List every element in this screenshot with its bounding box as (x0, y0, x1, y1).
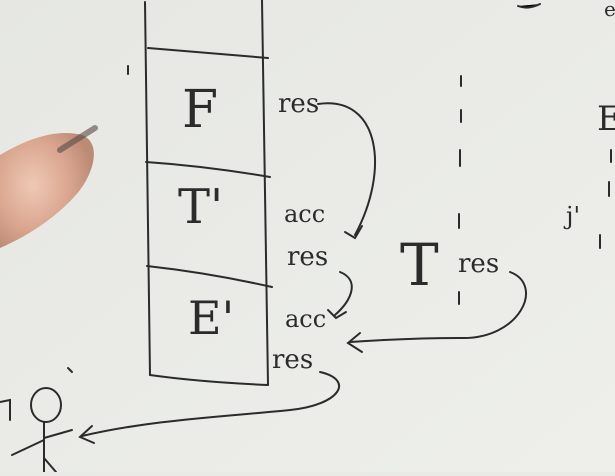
node-label-t: T (400, 231, 439, 299)
edge-letter-e: E (597, 99, 615, 139)
stack-divider-1 (145, 161, 271, 178)
annotations: res acc res acc res res T (272, 89, 499, 375)
frame-label-e: E' (188, 291, 234, 345)
arrowhead-4 (78, 425, 95, 444)
annotation-res-1: res (278, 89, 319, 119)
edge-letter-top: e (604, 0, 615, 21)
stick-figure (0, 367, 73, 473)
arrow-t-res-to-acc (349, 271, 527, 343)
frame-label-f: F (182, 80, 218, 140)
stack-right-edge (261, 0, 269, 386)
annotation-acc-2: acc (285, 305, 326, 333)
arrowhead-2 (327, 309, 347, 320)
stack-bottom-edge (149, 374, 269, 386)
arrowhead-3 (346, 332, 363, 353)
edge-letters-j: j' (563, 202, 580, 230)
annotation-res-2: res (287, 242, 328, 272)
right-edge-marks: E j' e (563, 0, 615, 230)
annotation-acc-1: acc (284, 200, 325, 228)
stack-divider-top (147, 47, 269, 59)
right-edge-strokes (517, 3, 612, 249)
annotation-res-t: res (458, 249, 499, 279)
frame-label-t: T' (178, 179, 223, 235)
arrowhead-1 (344, 225, 363, 240)
stack-divider-2 (146, 265, 273, 288)
stack-left-edge (144, 1, 151, 376)
hand (0, 125, 98, 248)
arrows (78, 102, 527, 444)
dashed-divider (458, 75, 462, 305)
arrow-res-to-acc-2 (334, 271, 353, 316)
frame-labels: F T' E' (178, 80, 234, 345)
annotation-res-3: res (272, 345, 313, 375)
call-stack (144, 0, 273, 386)
arrow-res-to-acc-1 (317, 102, 376, 236)
arrow-res-to-figure (81, 371, 341, 437)
